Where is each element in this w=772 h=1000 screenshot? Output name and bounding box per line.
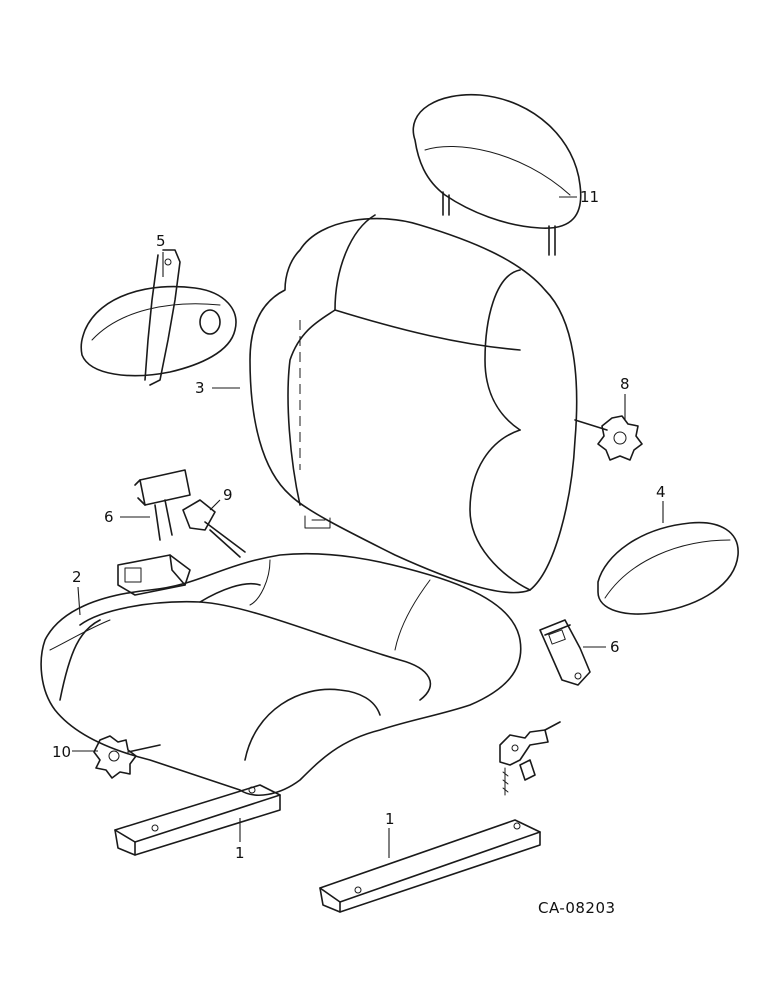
- callout-2: 2: [72, 568, 82, 586]
- callout-3: 3: [195, 379, 205, 397]
- seatbelt-buckle-right-part: [539, 619, 591, 686]
- seat-rail-left-part: [114, 784, 281, 856]
- knob-back-part: [574, 415, 643, 461]
- callout-1-left: 1: [235, 844, 245, 862]
- headrest-part: [412, 93, 582, 256]
- buckle-tongue-part: [182, 499, 246, 558]
- callout-8: 8: [620, 375, 630, 393]
- callout-11: 11: [580, 188, 599, 206]
- seat-back-part: [249, 214, 578, 594]
- callout-1-right: 1: [385, 810, 395, 828]
- knob-front-part: [93, 735, 161, 779]
- armrest-left-part: [80, 285, 237, 377]
- callout-4: 4: [656, 483, 666, 501]
- release-lever-part: [499, 721, 561, 796]
- callout-9: 9: [223, 486, 233, 504]
- seatbelt-anchor-left-part: [117, 249, 191, 596]
- callout-6-right: 6: [610, 638, 620, 656]
- callout-5: 5: [156, 232, 166, 250]
- callout-10: 10: [52, 743, 71, 761]
- callout-6-left: 6: [104, 508, 114, 526]
- seat-cushion-part: [40, 552, 522, 796]
- diagram-reference-number: CA-08203: [538, 899, 616, 917]
- armrest-right-part: [597, 521, 739, 615]
- leader-lines: [72, 196, 664, 858]
- seat-rail-right-part: [319, 819, 541, 913]
